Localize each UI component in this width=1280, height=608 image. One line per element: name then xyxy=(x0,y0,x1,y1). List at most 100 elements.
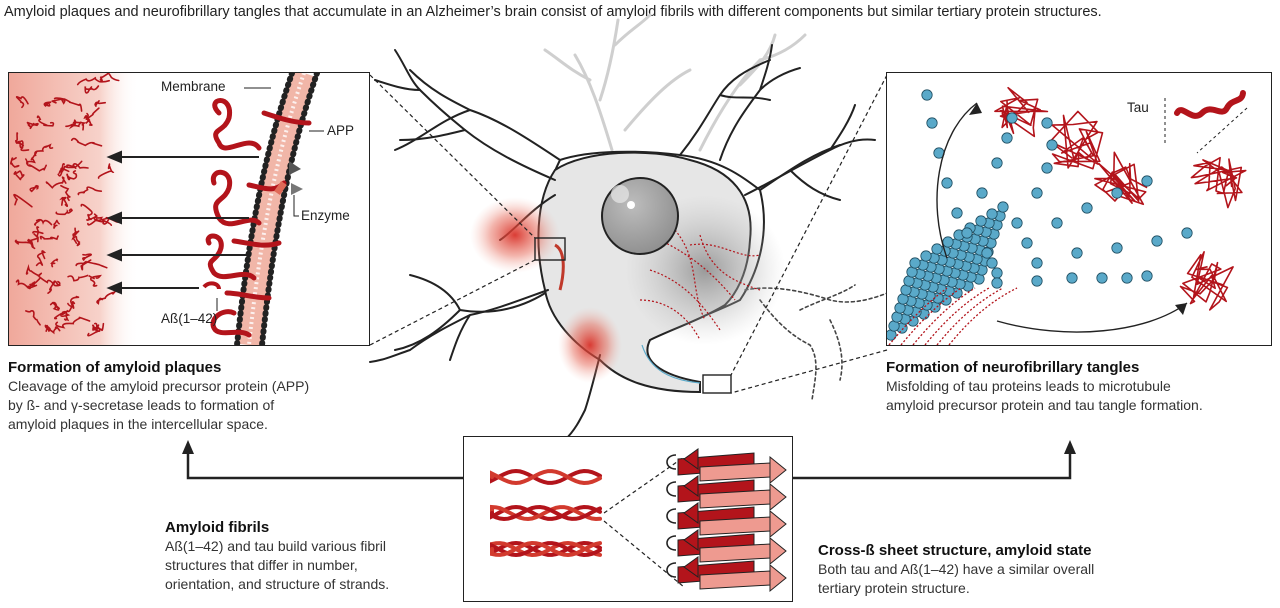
beta-arrowhead-light xyxy=(769,563,787,593)
tau-leader-2 xyxy=(1196,107,1248,154)
zoom-box-left xyxy=(534,237,566,261)
plaque-squiggle xyxy=(49,301,60,311)
tau-beads xyxy=(921,89,1193,289)
beta-arrowhead xyxy=(683,475,699,497)
plaque-squiggle xyxy=(25,310,41,326)
microtubule-subunit xyxy=(909,257,921,269)
tau-on-microtubule xyxy=(900,287,962,345)
sheet-turn xyxy=(666,508,677,524)
plaque-squiggle xyxy=(10,157,20,168)
plaque-squiggle xyxy=(26,121,39,130)
fibril-strand xyxy=(490,540,602,558)
plaque-squiggle xyxy=(53,312,71,322)
plaque-squiggle xyxy=(75,259,92,271)
plaque-squiggle xyxy=(25,264,43,277)
tau-bead xyxy=(1141,175,1153,187)
tau-bead xyxy=(921,89,933,101)
nucleus-highlight xyxy=(627,201,635,209)
plaque-squiggle xyxy=(29,184,39,193)
flow-arrows xyxy=(186,450,1072,480)
caption-line: amyloid precursor protein and tau tangle… xyxy=(886,397,1203,413)
sheet-turn xyxy=(666,481,677,497)
cross-beta-caption-title: Cross-ß sheet structure, amyloid state xyxy=(818,542,1092,559)
tau-bead xyxy=(1031,275,1043,287)
tau-clump xyxy=(1094,151,1148,206)
tau-bead xyxy=(991,277,1003,289)
sheet-turn xyxy=(666,535,677,551)
plaque-squiggle xyxy=(85,116,93,126)
plaque-glow-2 xyxy=(558,307,622,383)
plaque-squiggle xyxy=(15,96,29,109)
microtubule-subunit xyxy=(920,250,932,262)
sheet-turn xyxy=(666,562,677,578)
fibril-strand xyxy=(490,540,602,558)
beta-arrowhead-light xyxy=(769,482,787,512)
tangle-fibers xyxy=(639,229,761,341)
microtubule xyxy=(887,201,1018,345)
membrane-label: Membrane xyxy=(161,79,226,94)
plaque-squiggle xyxy=(25,162,47,172)
arrow-head-left xyxy=(182,440,194,454)
microtubule-subunit xyxy=(975,215,987,227)
amyloid-plaque-illustration xyxy=(9,73,324,345)
tau-bead xyxy=(976,187,988,199)
tau-bead xyxy=(1021,237,1033,249)
beta-sheets xyxy=(666,448,787,593)
plaque-squiggle xyxy=(28,277,41,288)
tau-bead xyxy=(1111,187,1123,199)
tau-label: Tau xyxy=(1127,100,1149,115)
axon-microtubule xyxy=(641,344,701,384)
fibril-strand xyxy=(490,504,602,522)
abeta-label: Aß(1–42) xyxy=(161,311,218,326)
caption-line: structures that differ in number, xyxy=(165,557,358,573)
tau-bead xyxy=(981,247,993,259)
plaque-squiggle xyxy=(96,288,118,305)
beta-arrowhead xyxy=(683,448,699,470)
tangle-flow-arrows xyxy=(936,102,1188,333)
arrow-head-right xyxy=(1064,440,1076,454)
plaque-squiggle xyxy=(53,219,60,229)
plaque-squiggle xyxy=(84,85,100,94)
abeta-fragment xyxy=(202,281,221,290)
fibril-illustration xyxy=(490,448,787,593)
neurofibrillary-tangle-panel: Tau xyxy=(886,72,1272,346)
microtubule-subunit xyxy=(931,243,943,255)
beta-arrowhead-light xyxy=(769,455,787,485)
beta-arrowhead xyxy=(683,529,699,551)
caption-line: Cleavage of the amyloid precursor protei… xyxy=(8,378,310,394)
figure-title: Amyloid plaques and neurofibrillary tang… xyxy=(4,4,1102,20)
plaque-squiggle xyxy=(44,324,51,332)
tau-bead xyxy=(1111,242,1123,254)
zoom-box-right xyxy=(702,374,732,394)
microtubule-subunit xyxy=(942,236,954,248)
beta-arrowhead xyxy=(683,502,699,524)
tau-bead xyxy=(1001,132,1013,144)
microtubule-subunit xyxy=(997,201,1009,213)
tau-on-microtubule xyxy=(924,287,990,345)
tangle-arrow-head-2 xyxy=(1175,303,1187,315)
fibril-caption-title: Amyloid fibrils xyxy=(165,519,270,536)
plaque-squiggle xyxy=(82,253,93,262)
cross-beta-caption: Cross-ß sheet structure, amyloid state B… xyxy=(818,541,1178,598)
plaque-squiggle xyxy=(61,302,73,316)
plaque-squiggle xyxy=(77,186,103,196)
tangle-caption-title: Formation of neurofibrillary tangles xyxy=(886,359,1140,376)
beta-arrowhead-light xyxy=(769,536,787,566)
enzyme-marker-1 xyxy=(289,161,301,175)
plaque-squiggle xyxy=(25,151,38,165)
plaque-squiggle xyxy=(60,184,71,202)
plaque-squiggle xyxy=(87,328,100,337)
tau-clump xyxy=(1049,110,1104,170)
app-label: APP xyxy=(327,123,355,138)
plaque-squiggle xyxy=(86,216,110,225)
plaque-squiggle xyxy=(13,193,33,208)
tau-bead xyxy=(1121,272,1133,284)
plaque-squiggle xyxy=(32,226,44,239)
tau-bead xyxy=(991,267,1003,279)
tau-tangle-illustration xyxy=(887,86,1248,345)
tau-bead xyxy=(991,157,1003,169)
cleavage-site xyxy=(274,180,287,196)
plaque-squiggle xyxy=(36,115,55,127)
caption-line: Misfolding of tau proteins leads to micr… xyxy=(886,378,1171,394)
